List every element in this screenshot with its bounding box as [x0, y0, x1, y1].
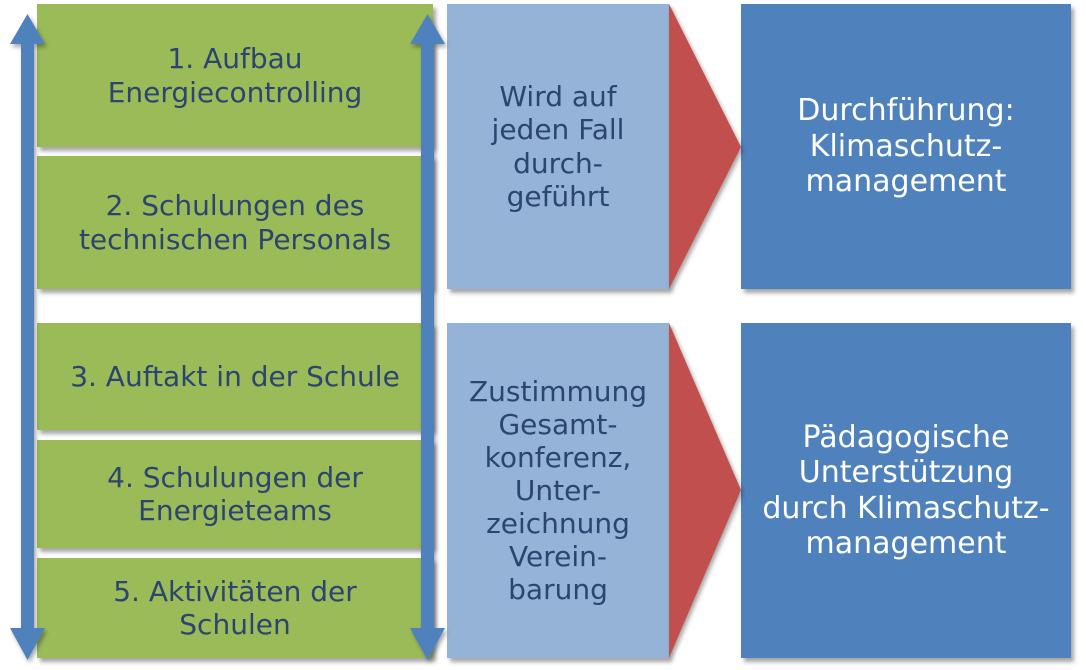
outcome-label-1: Durchführung: Klimaschutz- management: [797, 93, 1015, 200]
step-label-5: 5. Aktivitäten der Schulen: [113, 574, 357, 641]
step-label-2: 2. Schulungen des technischen Personals: [78, 189, 392, 256]
step-box-1: 1. Aufbau Energiecontrolling: [37, 4, 433, 147]
red-arrow-top: [669, 4, 741, 289]
step-box-2: 2. Schulungen des technischen Personals: [37, 156, 433, 289]
condition-box-2: Zustimmung Gesamt- konferenz, Unter- zei…: [447, 323, 669, 658]
step-box-4: 4. Schulungen der Energieteams: [37, 440, 433, 548]
step-label-4: 4. Schulungen der Energieteams: [107, 460, 363, 527]
red-arrow-bottom: [669, 323, 741, 658]
step-label-1: 1. Aufbau Energiecontrolling: [107, 42, 363, 109]
condition-label-1: Wird auf jeden Fall durch- geführt: [491, 80, 625, 213]
step-box-3: 3. Auftakt in der Schule: [37, 323, 433, 430]
outcome-label-2: Pädagogische Unterstützung durch Klimasc…: [762, 419, 1050, 561]
step-label-3: 3. Auftakt in der Schule: [70, 359, 400, 393]
outcome-box-1: Durchführung: Klimaschutz- management: [741, 4, 1071, 289]
condition-label-2: Zustimmung Gesamt- konferenz, Unter- zei…: [468, 374, 648, 607]
outcome-box-2: Pädagogische Unterstützung durch Klimasc…: [741, 323, 1071, 658]
step-box-5: 5. Aktivitäten der Schulen: [37, 558, 433, 658]
condition-box-1: Wird auf jeden Fall durch- geführt: [447, 4, 669, 289]
